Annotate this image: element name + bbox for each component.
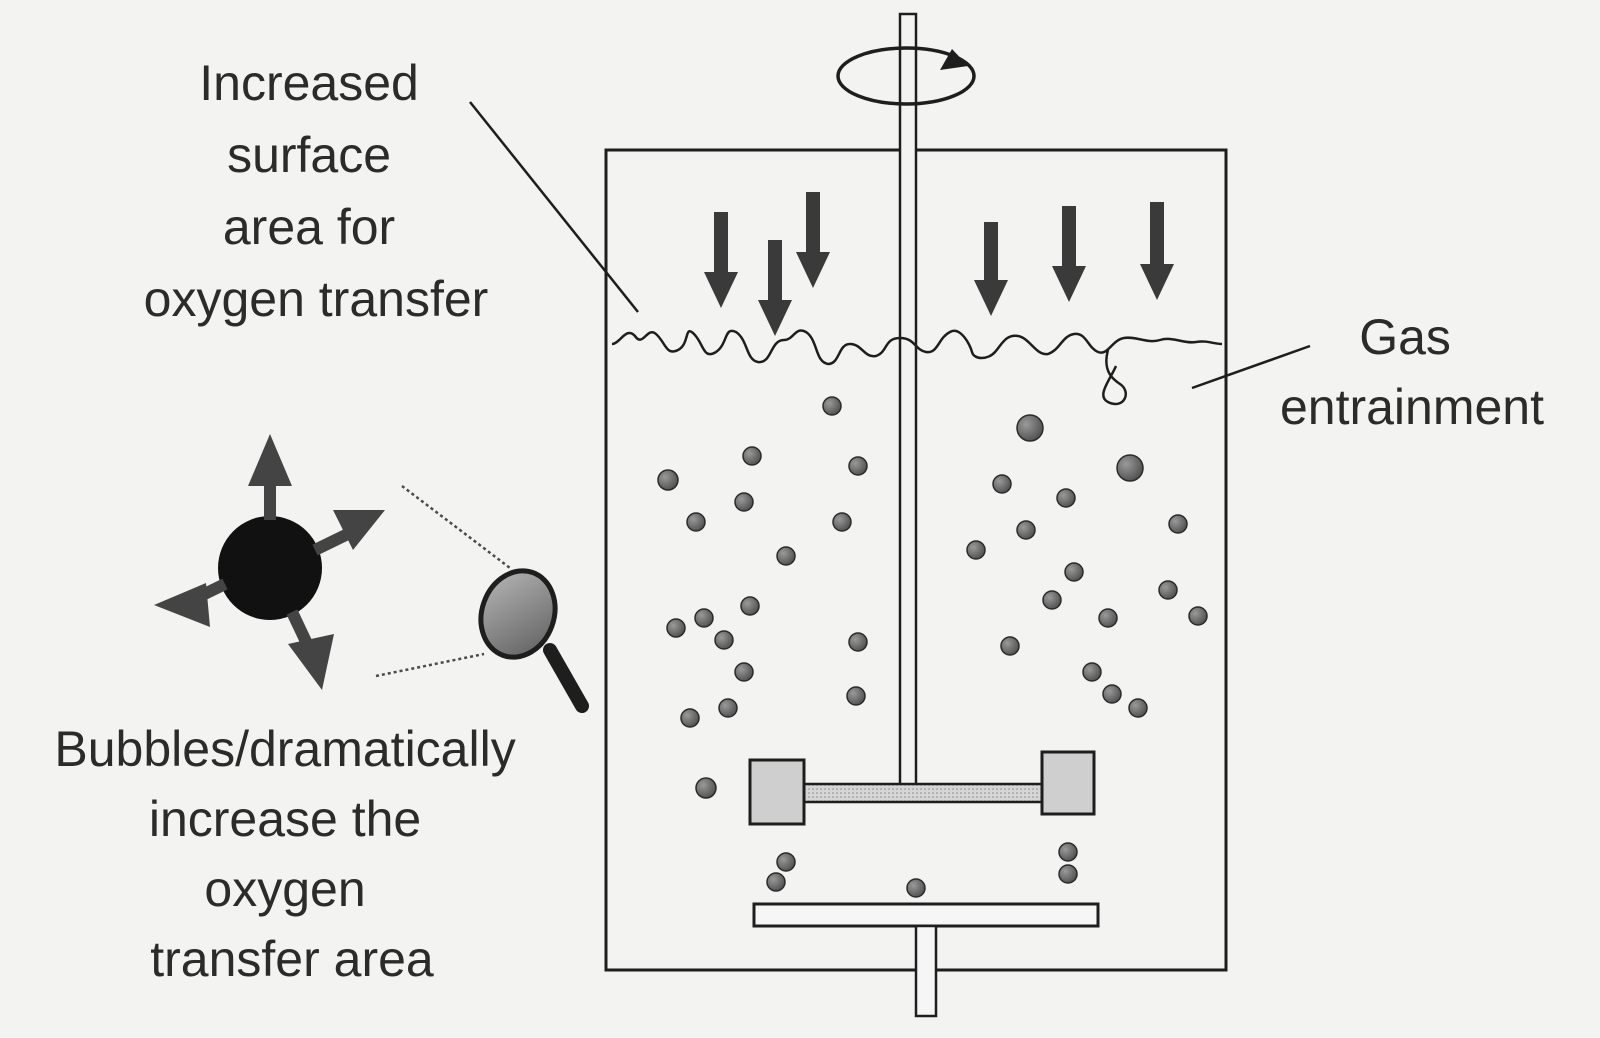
bubbles-label: Bubbles/dramatically increase the oxygen…	[54, 721, 529, 987]
bubbles-label-line-4: transfer area	[150, 931, 434, 987]
bubble-icon	[657, 396, 1208, 898]
magnifier-connector-lower	[375, 652, 485, 678]
impeller-arm	[802, 782, 1044, 804]
impeller-blade-right	[1040, 750, 1096, 816]
impeller-shaft	[898, 12, 918, 788]
magnifier-connector-upper	[401, 485, 511, 569]
gas-inlet-pipe	[914, 924, 938, 1018]
bubbles-label-line-2: increase the	[149, 791, 421, 847]
gas-entrainment-label-line-1: Gas	[1359, 309, 1451, 365]
bubbles-label-line-1: Bubbles/dramatically	[54, 721, 515, 777]
gas-entrainment-pocket	[1102, 349, 1127, 406]
gas-entrainment-label-line-2: entrainment	[1280, 379, 1544, 435]
impeller-blade-left	[748, 758, 806, 826]
down-arrow-icon	[704, 192, 1174, 336]
surface-area-label-line-2: surface	[227, 127, 391, 183]
gas-leader-line	[1191, 344, 1311, 390]
surface-area-label: Increased surface area for oxygen transf…	[144, 55, 489, 327]
sparger	[752, 902, 1100, 928]
liquid-surface	[611, 329, 1223, 366]
magnifying-glass-icon	[478, 568, 589, 713]
expanding-bubble-icon	[154, 434, 385, 690]
surface-area-label-line-1: Increased	[199, 55, 419, 111]
surface-area-label-line-4: oxygen transfer	[144, 271, 489, 327]
surface-area-label-line-3: area for	[223, 199, 395, 255]
rotation-arrow-icon	[836, 46, 976, 106]
surface-leader-line	[469, 101, 639, 313]
bubbles-label-line-3: oxygen	[204, 861, 365, 917]
gas-entrainment-label: Gas entrainment	[1280, 309, 1544, 435]
